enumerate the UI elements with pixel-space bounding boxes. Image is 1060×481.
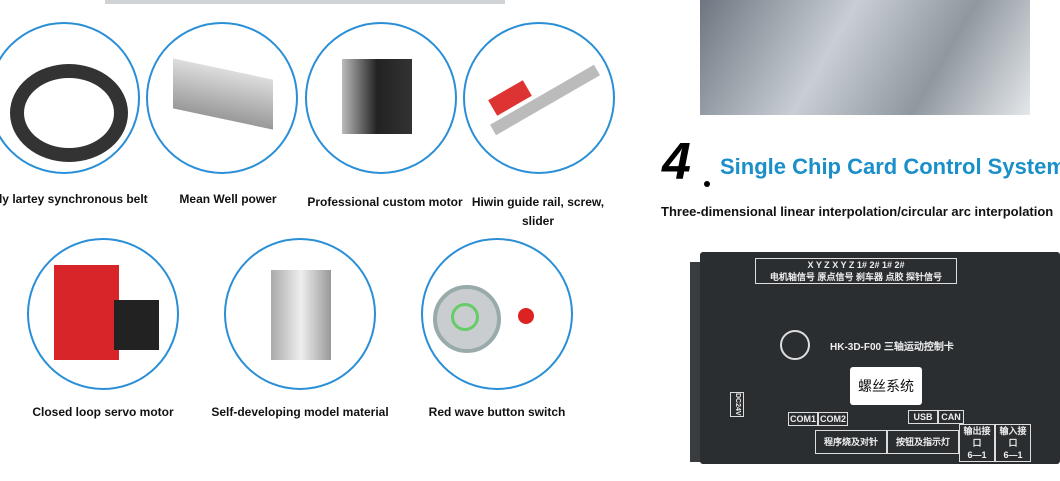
logo-icon — [780, 330, 810, 360]
port-label: USB — [908, 410, 938, 424]
top-image-edge — [105, 0, 505, 4]
port-label: CAN — [938, 410, 964, 424]
power-label: DC24V — [730, 392, 744, 417]
machine-photo — [700, 0, 1030, 115]
controller-sticker: 螺丝系统 — [850, 367, 922, 405]
bottom-label: 程序烧及对针 — [815, 430, 887, 454]
section-subtitle: Three-dimensional linear interpolation/c… — [661, 204, 1054, 219]
feature-image-belt — [0, 22, 140, 174]
controller-model: HK-3D-F00 三轴运动控制卡 — [830, 342, 954, 353]
feature-label: Red wave button switch — [428, 405, 566, 419]
port-label: COM1 — [788, 412, 818, 426]
feature-image-servo — [27, 238, 179, 390]
feature-image-motor — [305, 22, 457, 174]
port-label: COM2 — [818, 412, 848, 426]
feature-label: Hiwin guide rail, screw, slider — [471, 195, 605, 228]
feature-label: Closed loop servo motor — [32, 405, 174, 419]
feature-label: aly lartey synchronous belt — [0, 192, 148, 206]
section-title: Single Chip Card Control System — [720, 154, 1060, 179]
feature-image-rail — [463, 22, 615, 174]
feature-label: Professional custom motor — [307, 195, 463, 209]
axis-labels: X Y Z X Y Z 1# 2# 1# 2#电机轴信号 原点信号 刹车器 点胶… — [755, 258, 957, 284]
feature-image-fixture — [224, 238, 376, 390]
feature-label: Mean Well power — [179, 192, 277, 206]
bottom-label: 按钮及指示灯 — [887, 430, 959, 454]
controller-card-image: X Y Z X Y Z 1# 2# 1# 2#电机轴信号 原点信号 刹车器 点胶… — [700, 252, 1060, 464]
feature-label: Self-developing model material — [211, 405, 389, 419]
section-number-dot — [704, 181, 710, 187]
section-number: 4 — [662, 133, 691, 191]
feature-image-buttons — [421, 238, 573, 390]
feature-image-power — [146, 22, 298, 174]
